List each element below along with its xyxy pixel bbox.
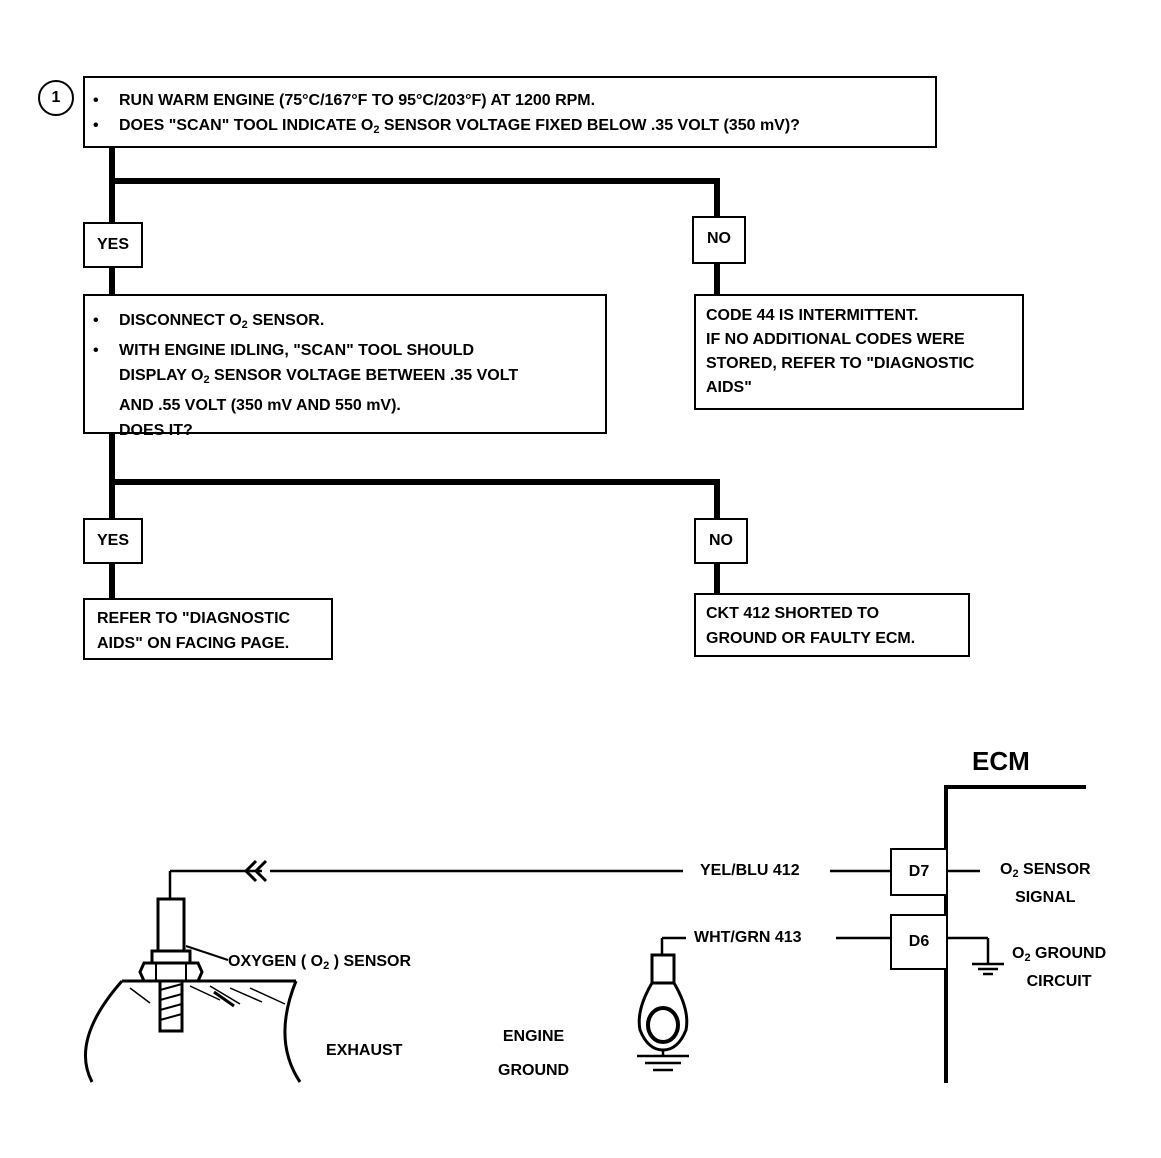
exhaust-label: EXHAUST bbox=[326, 1042, 403, 1059]
step2-line2: •WITH ENGINE IDLING, "SCAN" TOOL SHOULD bbox=[93, 342, 475, 359]
yes2-result-line1: REFER TO "DIAGNOSTIC bbox=[97, 610, 291, 627]
yes2-result-box: REFER TO "DIAGNOSTIC AIDS" ON FACING PAG… bbox=[83, 598, 333, 660]
no2-result-box: CKT 412 SHORTED TO GROUND OR FAULTY ECM. bbox=[694, 593, 970, 657]
exhaust-pipe-icon bbox=[84, 979, 302, 1083]
step2-line3: DISPLAY O2 SENSOR VOLTAGE BETWEEN .35 VO… bbox=[119, 367, 519, 386]
step1-line1: •RUN WARM ENGINE (75°C/167°F TO 95°C/203… bbox=[93, 92, 596, 109]
no-label-2: NO bbox=[694, 518, 748, 564]
ground-terminal-icon bbox=[637, 953, 689, 1072]
step1-box: •RUN WARM ENGINE (75°C/167°F TO 95°C/203… bbox=[83, 76, 937, 148]
no-label-1: NO bbox=[692, 216, 746, 264]
yes-label-1: YES bbox=[83, 222, 143, 268]
pin-d6: D6 bbox=[890, 914, 948, 970]
step2-line4: AND .55 VOLT (350 mV AND 550 mV). bbox=[119, 397, 401, 414]
yes2-result-line2: AIDS" ON FACING PAGE. bbox=[97, 635, 290, 652]
step2-line1: •DISCONNECT O2 SENSOR. bbox=[93, 312, 325, 331]
no1-result-line3: STORED, REFER TO "DIAGNOSTIC bbox=[706, 355, 975, 372]
no1-result-line4: AIDS" bbox=[706, 379, 752, 396]
engine-ground-label: ENGINE GROUND bbox=[498, 1028, 570, 1079]
pin-d7-description: O2 SENSOR SIGNAL bbox=[1000, 861, 1091, 906]
step1-line2: •DOES "SCAN" TOOL INDICATE O2 SENSOR VOL… bbox=[93, 117, 800, 136]
no1-result-line1: CODE 44 IS INTERMITTENT. bbox=[706, 307, 919, 324]
no1-result-box: CODE 44 IS INTERMITTENT. IF NO ADDITIONA… bbox=[694, 294, 1024, 410]
oxygen-sensor-label: OXYGEN ( O2 ) SENSOR bbox=[228, 953, 412, 972]
wire-wht-grn-413: WHT/GRN 413 bbox=[694, 929, 802, 946]
no1-result-line2: IF NO ADDITIONAL CODES WERE bbox=[706, 331, 965, 348]
oxygen-sensor-icon bbox=[138, 897, 229, 1033]
ecm-label: ECM bbox=[972, 746, 1030, 776]
yes-label-2: YES bbox=[83, 518, 143, 564]
no2-result-line2: GROUND OR FAULTY ECM. bbox=[706, 630, 916, 647]
pin-d6-description: O2 GROUND CIRCUIT bbox=[1012, 945, 1107, 990]
step2-line5: DOES IT? bbox=[119, 422, 193, 439]
step2-box: •DISCONNECT O2 SENSOR. •WITH ENGINE IDLI… bbox=[83, 294, 607, 439]
pin-d7: D7 bbox=[890, 848, 948, 896]
no2-result-line1: CKT 412 SHORTED TO bbox=[706, 605, 880, 622]
step-number-badge: 1 bbox=[38, 80, 74, 116]
wire-yel-blu-412: YEL/BLU 412 bbox=[700, 862, 800, 879]
